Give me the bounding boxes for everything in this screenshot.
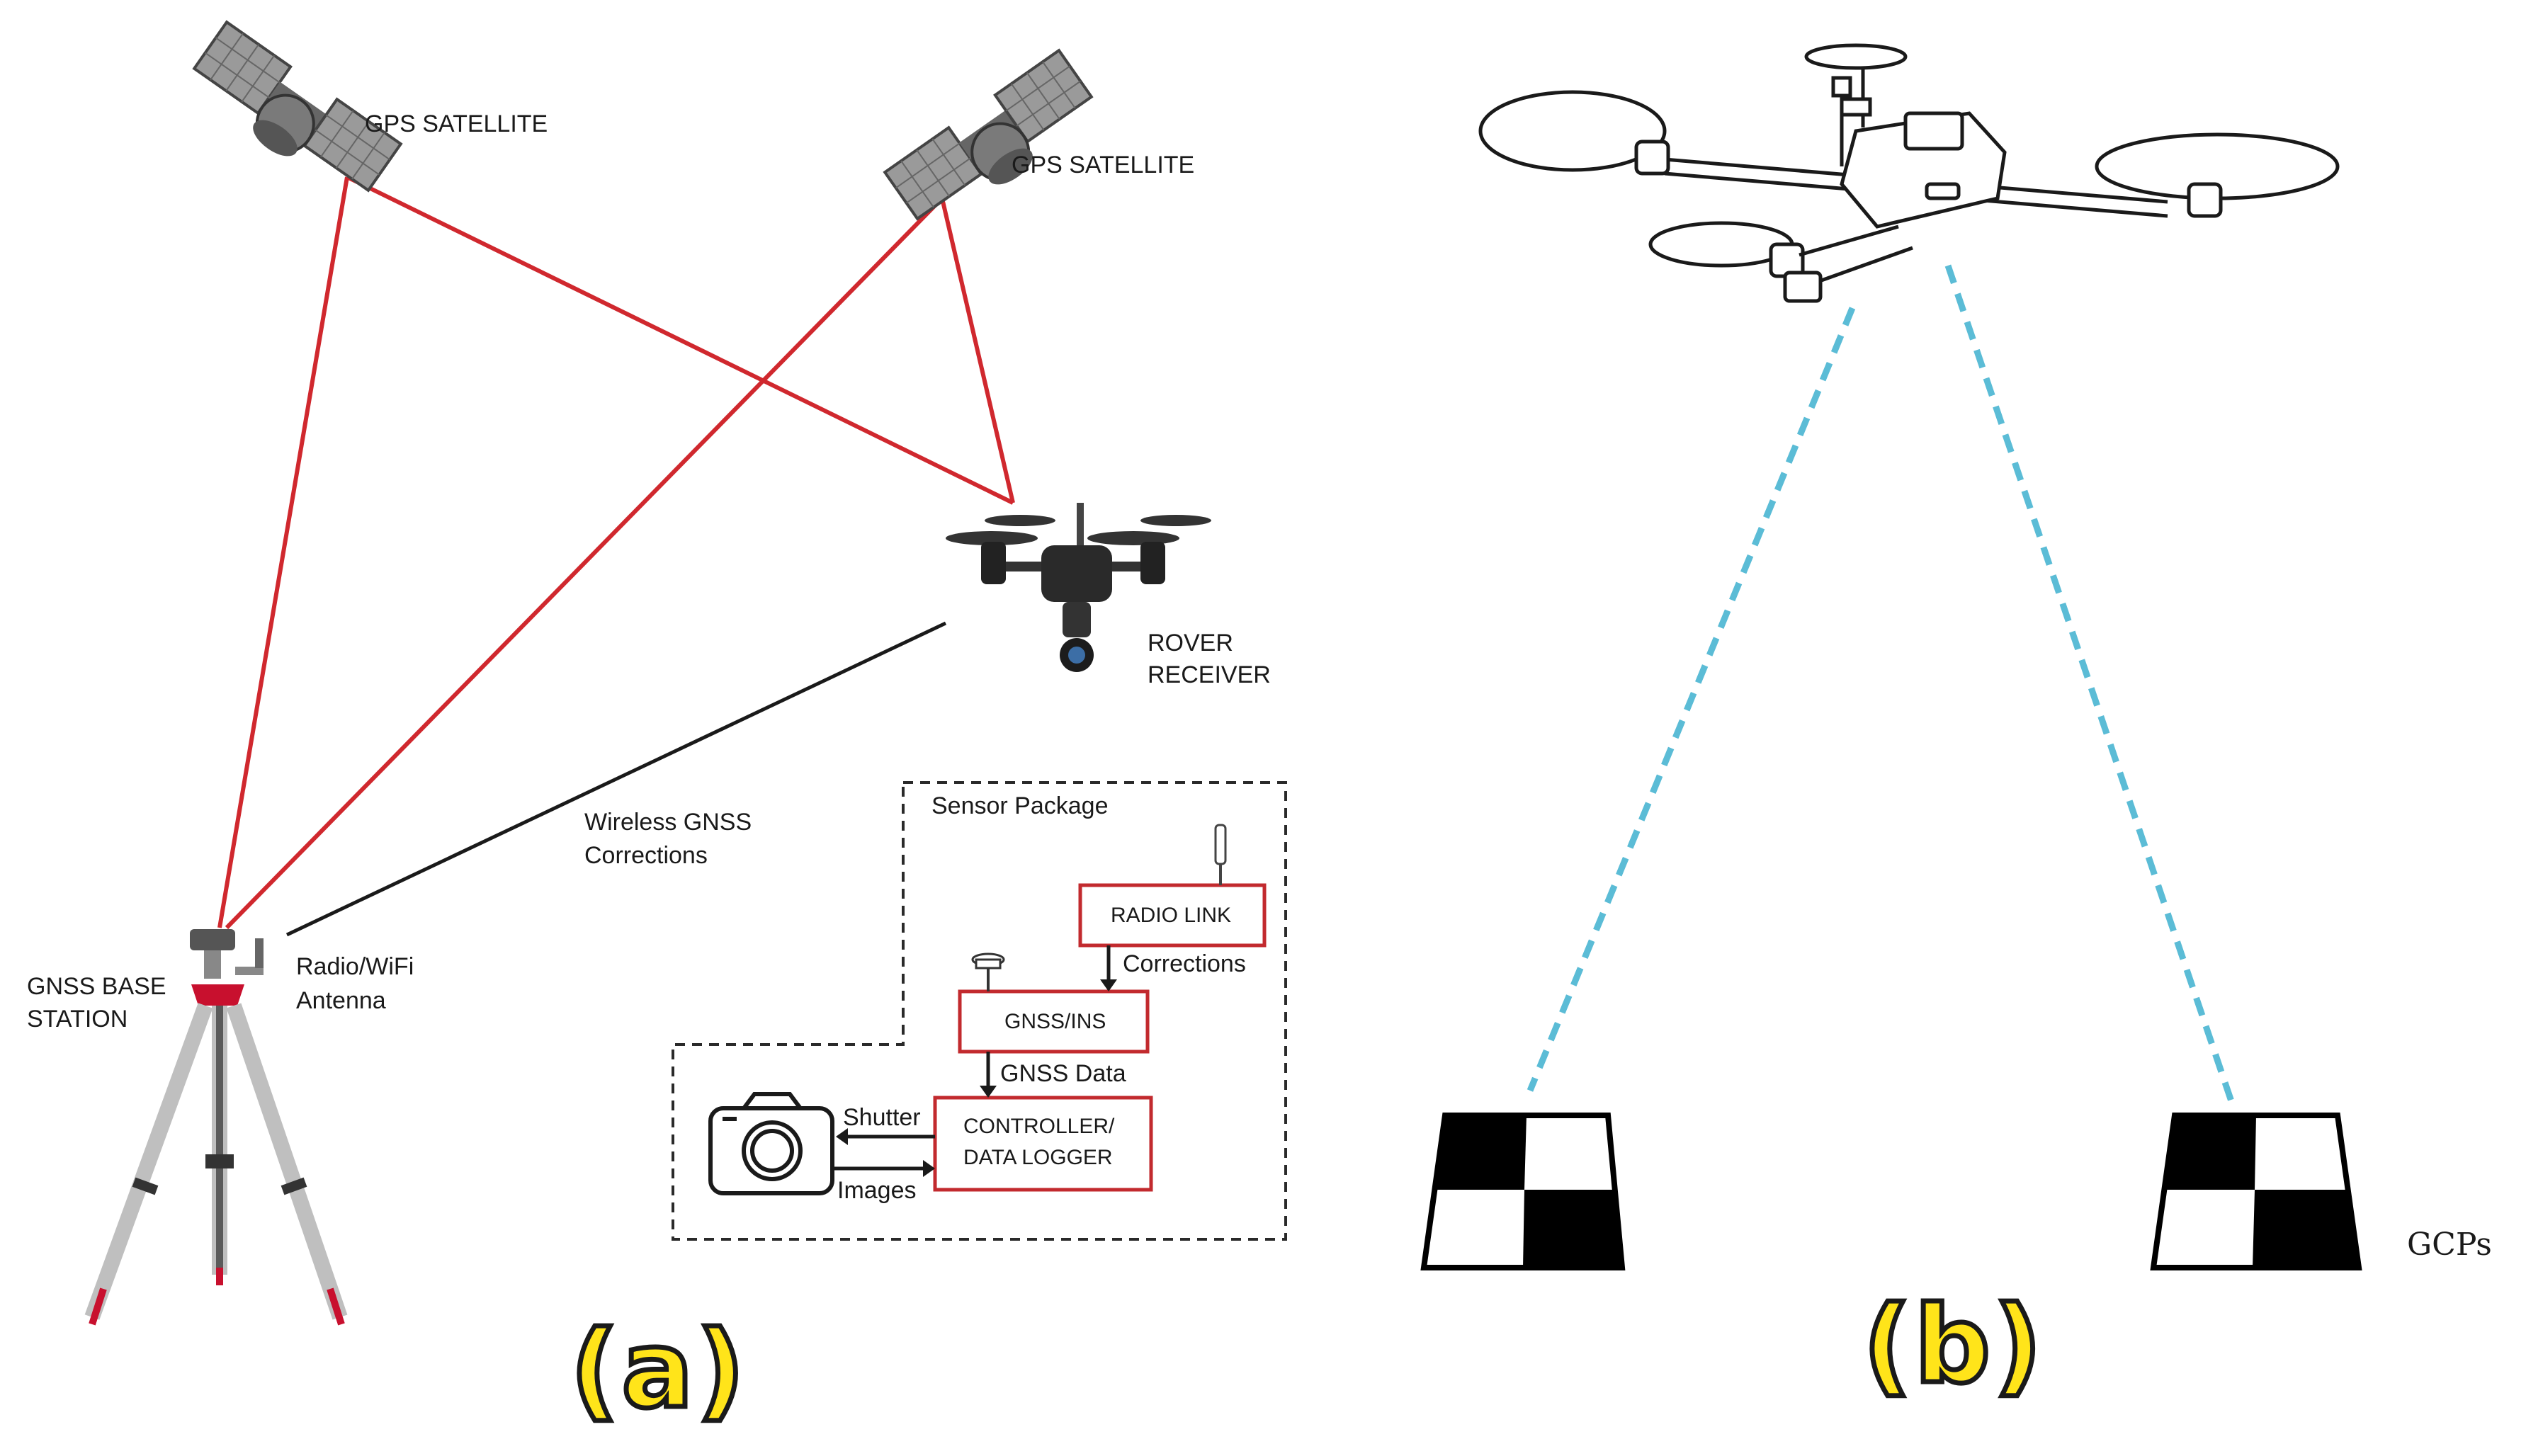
satellite-right-label: GPS SATELLITE bbox=[1012, 152, 1195, 178]
gnss-data-label: GNSS Data bbox=[1000, 1060, 1126, 1087]
controller-box bbox=[933, 1096, 1153, 1192]
satellite-left-label: GPS SATELLITE bbox=[365, 110, 548, 137]
satellite-left-icon bbox=[192, 20, 403, 193]
base-station-label-line1: GNSS BASE bbox=[27, 973, 166, 1000]
gnss-ins-box bbox=[958, 989, 1150, 1054]
radio-link-label: RADIO LINK bbox=[1111, 904, 1232, 927]
wireless-label-line1: Wireless GNSS bbox=[584, 809, 752, 836]
shutter-label: Shutter bbox=[843, 1104, 921, 1131]
gps-signal-lines bbox=[217, 175, 1015, 930]
rover-drone-icon bbox=[946, 503, 1211, 672]
wireless-label-line2: Corrections bbox=[584, 842, 708, 869]
sensor-arrows bbox=[832, 945, 1117, 1177]
radio-antenna-icon bbox=[1214, 824, 1227, 885]
view-rays bbox=[1527, 264, 2235, 1103]
controller-label-line1: CONTROLLER/ bbox=[963, 1115, 1115, 1138]
gcp-target-right bbox=[2150, 1113, 2362, 1270]
panel-a-tag: (a) bbox=[567, 1309, 748, 1432]
antenna-label-line2: Antenna bbox=[296, 987, 386, 1014]
gcps-label: GCPs bbox=[2407, 1227, 2492, 1263]
rover-label-line2: RECEIVER bbox=[1148, 661, 1271, 688]
satellite-right-icon bbox=[883, 48, 1094, 221]
camera-icon bbox=[708, 1092, 834, 1195]
survey-drone-icon bbox=[1478, 43, 2340, 303]
sensor-package-title: Sensor Package bbox=[931, 792, 1109, 819]
radio-link-box bbox=[1078, 883, 1267, 948]
wireless-corrections-line bbox=[285, 621, 947, 937]
images-label: Images bbox=[837, 1177, 917, 1204]
gcp-target-left bbox=[1420, 1113, 1626, 1270]
rover-label-line1: ROVER bbox=[1148, 630, 1233, 656]
corrections-label: Corrections bbox=[1123, 950, 1246, 977]
gnss-ins-label: GNSS/INS bbox=[1004, 1010, 1106, 1033]
gnss-antenna-icon bbox=[971, 952, 1005, 991]
gnss-base-station-icon bbox=[84, 929, 348, 1326]
panel-b-tag: (b) bbox=[1860, 1284, 2045, 1407]
controller-label-line2: DATA LOGGER bbox=[963, 1146, 1113, 1169]
base-station-label-line2: STATION bbox=[27, 1006, 128, 1033]
antenna-label-line1: Radio/WiFi bbox=[296, 953, 414, 980]
sensor-package-boundary bbox=[672, 781, 1287, 1241]
